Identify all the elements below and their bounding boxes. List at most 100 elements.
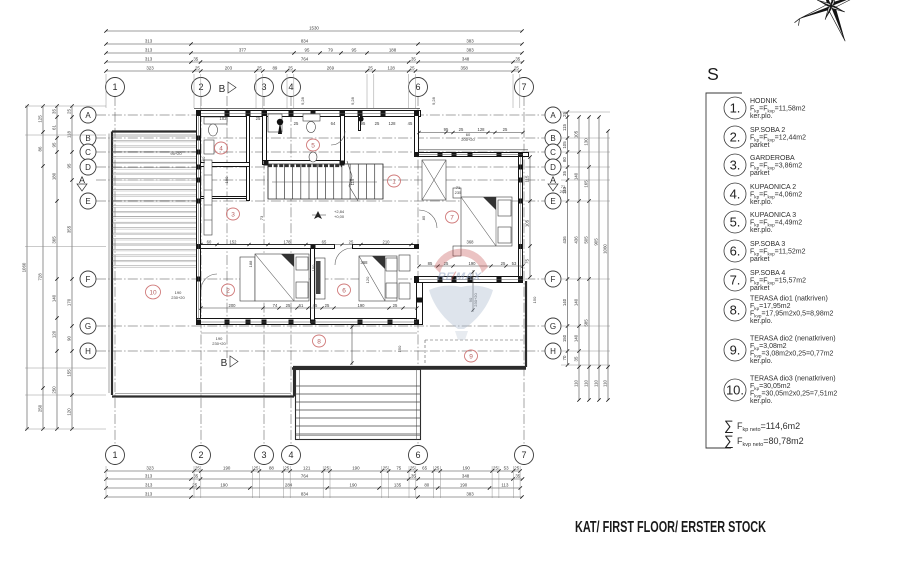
svg-text:323: 323	[146, 65, 154, 70]
svg-text:105: 105	[562, 141, 567, 149]
svg-text:180: 180	[51, 172, 56, 180]
svg-text:8: 8	[317, 338, 321, 345]
svg-text:383: 383	[466, 38, 474, 43]
svg-text:90: 90	[66, 336, 71, 341]
svg-text:60: 60	[466, 132, 471, 137]
svg-text:120: 120	[51, 330, 56, 338]
svg-text:25: 25	[288, 65, 293, 70]
svg-text:88: 88	[269, 465, 274, 470]
svg-text:45: 45	[313, 303, 318, 308]
svg-text:65: 65	[322, 240, 327, 245]
svg-text:Fkvp=17,95m2x0,5=8,98m2: Fkvp=17,95m2x0,5=8,98m2	[750, 311, 834, 319]
svg-text:25: 25	[410, 65, 415, 70]
svg-text:79: 79	[328, 47, 333, 52]
svg-text:53: 53	[504, 465, 509, 470]
svg-text:128: 128	[478, 127, 486, 132]
svg-text:8.: 8.	[730, 303, 741, 318]
svg-text:165: 165	[583, 180, 588, 188]
svg-text:25: 25	[393, 303, 398, 308]
svg-text:25: 25	[294, 121, 299, 126]
svg-text:95: 95	[444, 127, 449, 132]
svg-text:1: 1	[392, 178, 396, 185]
svg-text:4: 4	[288, 450, 293, 460]
svg-text:203: 203	[225, 65, 233, 70]
svg-text:110: 110	[593, 379, 598, 387]
svg-text:TERASA dio2 (nenatkriven): TERASA dio2 (nenatkriven)	[750, 336, 836, 343]
svg-text:3: 3	[261, 82, 266, 92]
svg-text:150: 150	[562, 334, 567, 342]
svg-text:D: D	[85, 163, 91, 172]
svg-text:∑: ∑	[724, 418, 734, 433]
svg-text:1060: 1060	[602, 244, 607, 254]
svg-text:728: 728	[37, 273, 42, 281]
svg-text:25: 25	[325, 303, 330, 308]
svg-text:115: 115	[350, 178, 355, 185]
svg-text:170: 170	[66, 298, 71, 306]
svg-text:25: 25	[257, 65, 262, 70]
svg-text:25: 25	[195, 465, 200, 470]
svg-text:85: 85	[421, 215, 426, 220]
svg-text:200+20: 200+20	[461, 137, 475, 142]
svg-text:KUPAONICA 3: KUPAONICA 3	[750, 212, 796, 219]
svg-text:150: 150	[397, 345, 402, 352]
svg-text:9.: 9.	[730, 343, 741, 358]
svg-text:A: A	[79, 175, 85, 185]
svg-text:155: 155	[66, 369, 71, 377]
svg-text:61: 61	[299, 303, 304, 308]
svg-text:235: 235	[455, 190, 462, 195]
svg-text:190: 190	[223, 465, 231, 470]
svg-text:188: 188	[248, 260, 253, 267]
svg-text:25: 25	[66, 109, 71, 114]
svg-text:188: 188	[389, 47, 397, 52]
svg-text:SP.SOBA 2: SP.SOBA 2	[750, 127, 785, 134]
svg-text:35: 35	[515, 56, 520, 61]
svg-text:7: 7	[521, 450, 526, 460]
svg-text:95: 95	[66, 163, 71, 168]
svg-text:25: 25	[410, 465, 415, 470]
svg-text:150: 150	[532, 296, 537, 303]
svg-text:ker.plo.: ker.plo.	[750, 113, 773, 120]
svg-text:905: 905	[593, 238, 598, 246]
svg-text:9,28: 9,28	[431, 96, 436, 105]
svg-text:B: B	[550, 134, 555, 143]
svg-text:25: 25	[503, 127, 508, 132]
svg-text:25: 25	[368, 65, 373, 70]
svg-text:71: 71	[456, 185, 461, 190]
svg-text:269: 269	[327, 65, 335, 70]
svg-text:B: B	[219, 84, 226, 95]
svg-text:95+20: 95+20	[170, 151, 182, 156]
svg-text:6.: 6.	[730, 244, 741, 259]
svg-text:190: 190	[463, 465, 471, 470]
svg-text:250: 250	[51, 386, 56, 394]
svg-text:10.: 10.	[726, 383, 744, 398]
svg-text:1.: 1.	[730, 101, 741, 116]
svg-text:H: H	[85, 347, 91, 356]
svg-text:ker.plo.: ker.plo.	[750, 199, 773, 206]
svg-text:25: 25	[195, 65, 200, 70]
svg-text:25: 25	[444, 261, 449, 266]
svg-text:C: C	[550, 148, 556, 157]
svg-text:834: 834	[301, 491, 309, 496]
svg-text:3: 3	[261, 450, 266, 460]
svg-text:121: 121	[303, 465, 311, 470]
svg-text:383: 383	[466, 47, 474, 52]
svg-text:D: D	[550, 163, 556, 172]
svg-text:9,28: 9,28	[300, 96, 305, 105]
svg-text:Fkp=17,95m2: Fkp=17,95m2	[750, 303, 791, 311]
svg-text:250: 250	[37, 404, 42, 412]
svg-text:A: A	[550, 111, 556, 120]
svg-text:Fkvp=3,08m2x0,25=0,77m2: Fkvp=3,08m2x0,25=0,77m2	[750, 351, 834, 359]
svg-text:128: 128	[388, 65, 396, 70]
svg-text:120: 120	[66, 408, 71, 416]
svg-text:parket: parket	[750, 285, 770, 292]
svg-text:190: 190	[216, 336, 223, 341]
svg-text:ker.plo.: ker.plo.	[750, 227, 773, 234]
svg-text:SP.SOBA 3: SP.SOBA 3	[750, 241, 785, 248]
svg-text:834: 834	[301, 38, 309, 43]
svg-text:105: 105	[524, 219, 529, 227]
svg-text:313: 313	[145, 38, 153, 43]
svg-text:348: 348	[462, 56, 470, 61]
svg-text:73: 73	[259, 215, 264, 220]
svg-text:7: 7	[521, 82, 526, 92]
svg-text:103: 103	[220, 116, 228, 121]
